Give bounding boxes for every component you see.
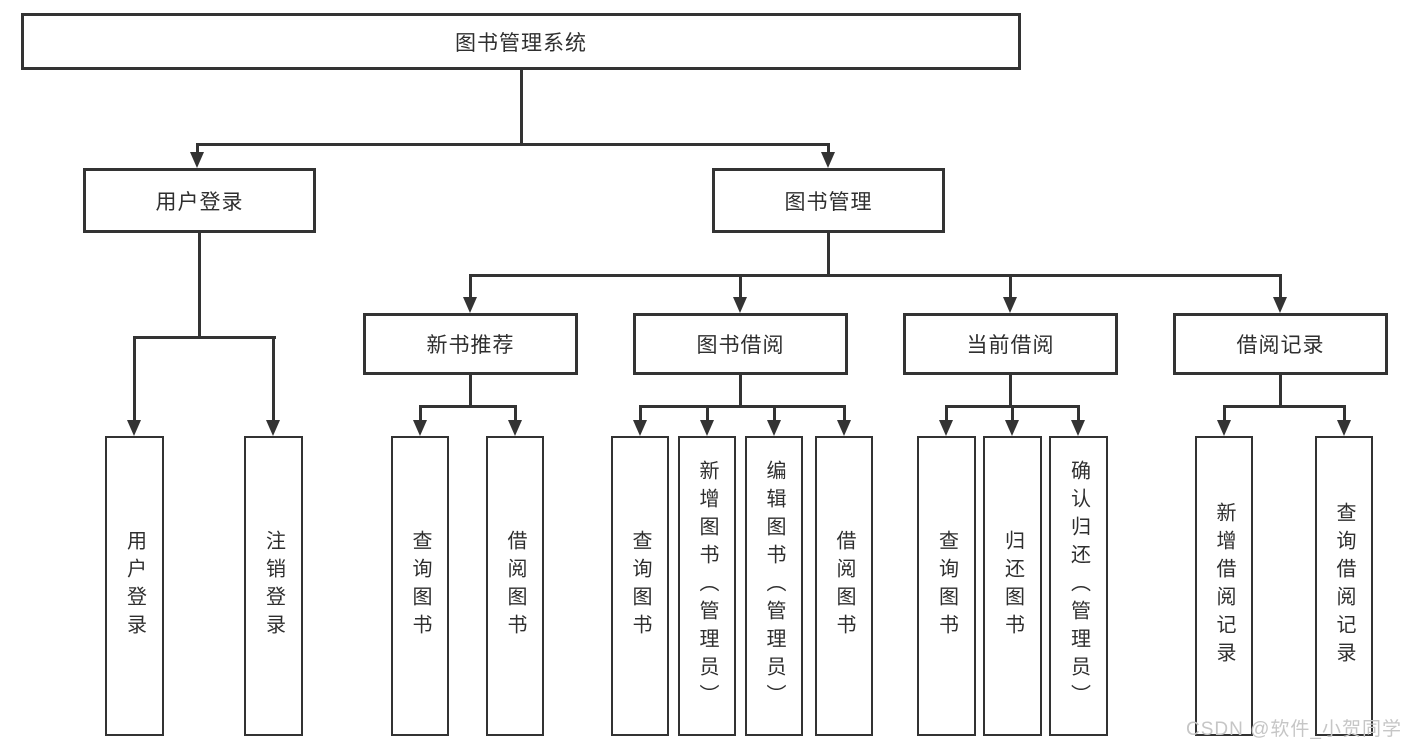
leaf-current-query-books-label: 查询图书	[935, 530, 958, 642]
arrow-down-icon	[821, 152, 835, 168]
leaf-records-add-record: 新增借阅记录	[1195, 436, 1253, 736]
connector-newbook-branch-1	[419, 405, 422, 422]
connector-bookborrow-branch-4	[843, 405, 846, 422]
connector-records-branch-2	[1343, 405, 1346, 422]
leaf-records-query-record: 查询借阅记录	[1315, 436, 1373, 736]
connector-root-branch-left	[196, 143, 199, 155]
leaf-borrow-query-books-label: 查询图书	[629, 530, 651, 642]
leaf-records-query-record-label: 查询借阅记录	[1333, 502, 1355, 670]
node-book-borrow: 图书借阅	[633, 313, 848, 375]
connector-bookborrow-hbar	[639, 405, 845, 408]
connector-newbook-branch-2	[514, 405, 517, 422]
connector-bookmgmt-branch-4	[1279, 274, 1282, 299]
node-current-borrow-label: 当前借阅	[966, 334, 1055, 357]
leaf-newbook-query-books: 查询图书	[391, 436, 449, 736]
leaf-user-login: 用户登录	[105, 436, 164, 736]
node-new-book-recommend-label: 新书推荐	[426, 334, 515, 357]
leaf-borrow-borrow-books: 借阅图书	[815, 436, 873, 736]
leaf-current-return-books-label: 归还图书	[1001, 530, 1024, 642]
arrow-down-icon	[127, 420, 141, 436]
node-root-label: 图书管理系统	[455, 31, 587, 55]
node-book-management: 图书管理	[712, 168, 945, 233]
leaf-newbook-query-books-label: 查询图书	[409, 530, 431, 642]
connector-userlogin-hbar	[133, 336, 276, 339]
arrow-down-icon	[1217, 420, 1231, 436]
node-borrow-records-label: 借阅记录	[1236, 334, 1325, 357]
node-book-management-label: 图书管理	[784, 190, 873, 214]
node-new-book-recommend: 新书推荐	[363, 313, 578, 375]
leaf-newbook-borrow-books-label: 借阅图书	[504, 530, 526, 642]
arrow-down-icon	[939, 420, 953, 436]
node-current-borrow: 当前借阅	[903, 313, 1118, 375]
arrow-down-icon	[190, 152, 204, 168]
arrow-down-icon	[837, 420, 851, 436]
connector-currentborrow-branch-2	[1011, 405, 1014, 422]
connector-newbook-hbar	[419, 405, 517, 408]
arrow-down-icon	[633, 420, 647, 436]
connector-currentborrow-stem	[1009, 375, 1012, 408]
arrow-down-icon	[1273, 297, 1287, 313]
leaf-current-confirm-return-admin-label: 确认归还（管理员）	[1067, 460, 1090, 712]
arrow-down-icon	[700, 420, 714, 436]
connector-newbook-stem	[469, 375, 472, 408]
leaf-logout-login-label: 注销登录	[262, 530, 285, 642]
connector-currentborrow-branch-3	[1077, 405, 1080, 422]
node-borrow-records: 借阅记录	[1173, 313, 1388, 375]
connector-bookmgmt-branch-3	[1009, 274, 1012, 299]
leaf-records-add-record-label: 新增借阅记录	[1213, 502, 1235, 670]
arrow-down-icon	[1337, 420, 1351, 436]
arrow-down-icon	[767, 420, 781, 436]
leaf-user-login-label: 用户登录	[123, 530, 146, 642]
leaf-borrow-edit-books-admin-label: 编辑图书（管理员）	[763, 460, 785, 712]
connector-currentborrow-branch-1	[945, 405, 948, 422]
node-user-login: 用户登录	[83, 168, 316, 233]
csdn-watermark: CSDN @软件_小贺同学	[1186, 719, 1402, 740]
leaf-borrow-query-books: 查询图书	[611, 436, 669, 736]
leaf-borrow-edit-books-admin: 编辑图书（管理员）	[745, 436, 803, 736]
arrow-down-icon	[733, 297, 747, 313]
connector-root-branch-right	[827, 143, 830, 155]
leaf-borrow-add-books-admin: 新增图书（管理员）	[678, 436, 736, 736]
connector-bookmgmt-branch-2	[739, 274, 742, 299]
arrow-down-icon	[463, 297, 477, 313]
node-user-login-label: 用户登录	[155, 190, 244, 214]
leaf-newbook-borrow-books: 借阅图书	[486, 436, 544, 736]
connector-bookborrow-branch-3	[773, 405, 776, 422]
arrow-down-icon	[508, 420, 522, 436]
connector-bookborrow-branch-1	[639, 405, 642, 422]
connector-userlogin-branch-2	[272, 336, 275, 422]
node-book-borrow-label: 图书借阅	[696, 334, 785, 357]
connector-root-hbar	[197, 143, 830, 146]
leaf-current-query-books: 查询图书	[917, 436, 976, 736]
leaf-borrow-add-books-admin-label: 新增图书（管理员）	[696, 460, 718, 712]
leaf-current-return-books: 归还图书	[983, 436, 1042, 736]
connector-bookborrow-branch-2	[706, 405, 709, 422]
leaf-borrow-borrow-books-label: 借阅图书	[833, 530, 855, 642]
arrow-down-icon	[266, 420, 280, 436]
connector-bookborrow-stem	[739, 375, 742, 408]
connector-bookmgmt-stem	[827, 233, 830, 277]
arrow-down-icon	[1071, 420, 1085, 436]
leaf-current-confirm-return-admin: 确认归还（管理员）	[1049, 436, 1108, 736]
connector-records-hbar	[1223, 405, 1345, 408]
connector-bookmgmt-hbar	[469, 274, 1282, 277]
connector-userlogin-stem	[198, 233, 201, 339]
arrow-down-icon	[413, 420, 427, 436]
arrow-down-icon	[1005, 420, 1019, 436]
arrow-down-icon	[1003, 297, 1017, 313]
leaf-logout-login: 注销登录	[244, 436, 303, 736]
connector-bookmgmt-branch-1	[469, 274, 472, 299]
connector-userlogin-branch-1	[133, 336, 136, 422]
connector-root-stem	[520, 70, 523, 146]
node-root: 图书管理系统	[21, 13, 1021, 70]
connector-records-branch-1	[1223, 405, 1226, 422]
connector-records-stem	[1279, 375, 1282, 408]
